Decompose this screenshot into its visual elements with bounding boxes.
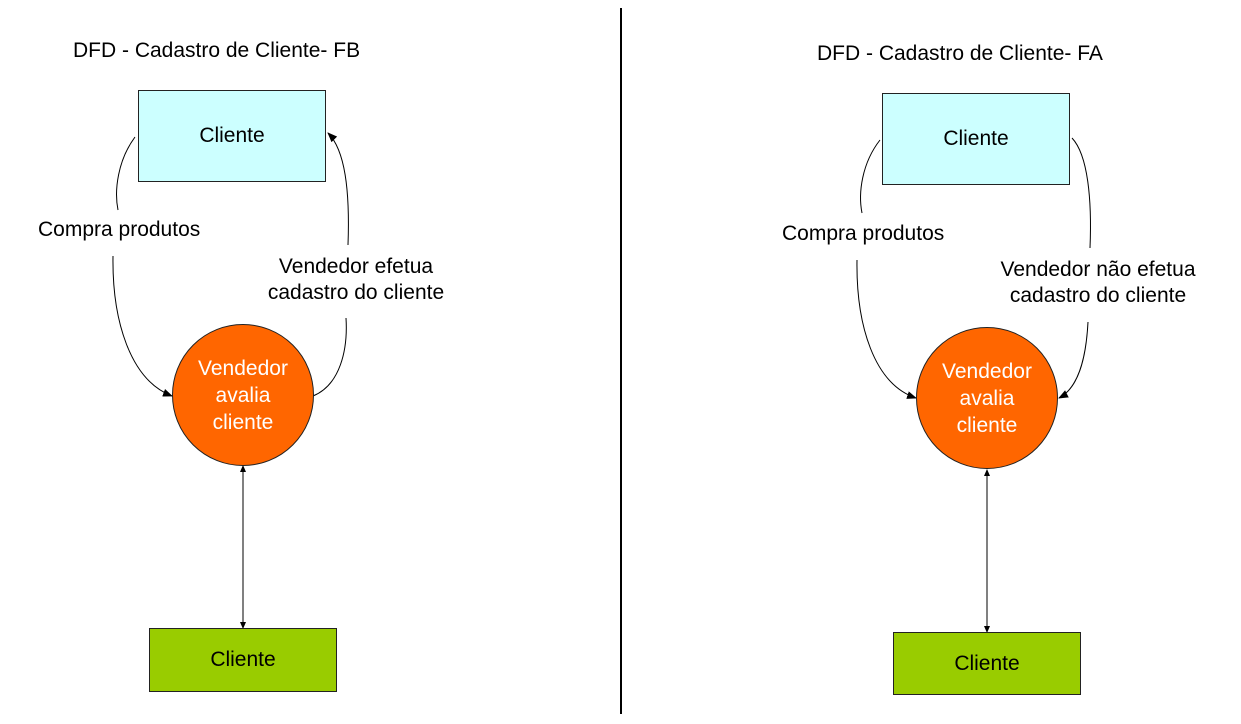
right-process-line1: Vendedor [942,359,1032,383]
flow-cadastro-left-top [327,132,349,246]
right-diagram-title: DFD - Cadastro de Cliente- FA [817,42,1103,65]
left-top-entity-cliente: Cliente [138,90,326,182]
flow-cadastro-left-bottom [312,317,347,397]
right-top-entity-label: Cliente [943,127,1009,150]
left-process-vendedor-avalia-cliente: Vendedor avalia cliente [172,324,314,466]
left-flow-label-cadastro: Vendedor efetua cadastro do cliente [246,254,466,306]
right-flow-label-cadastro: Vendedor não efetua cadastro do cliente [978,257,1218,309]
left-top-entity-label: Cliente [199,124,265,147]
right-process-line3: cliente [956,413,1018,437]
right-flow-label-cadastro-line1: Vendedor não efetua [1000,258,1196,281]
left-process-line3: cliente [212,410,274,434]
right-bottom-entity-label: Cliente [954,651,1020,675]
right-flow-label-compra: Compra produtos [782,222,945,245]
left-bottom-entity-label: Cliente [210,648,276,671]
flow-compra-produtos-left-top [116,136,136,211]
left-flow-label-cadastro-line1: Vendedor efetua [278,255,434,278]
right-top-entity-cliente: Cliente [882,93,1070,185]
right-flow-label-cadastro-line2: cadastro do cliente [1009,284,1187,307]
right-process-line2: avalia [959,386,1015,410]
left-flow-label-compra: Compra produtos [38,218,201,241]
left-process-line2: avalia [215,383,271,407]
flow-cadastro-right-top [1071,137,1091,249]
left-diagram-title: DFD - Cadastro de Cliente- FB [73,39,361,62]
flow-compra-produtos-left-bottom [112,255,173,397]
left-flow-label-cadastro-line2: cadastro do cliente [267,281,445,304]
left-bottom-entity-cliente: Cliente [149,628,337,692]
right-process-vendedor-avalia-cliente: Vendedor avalia cliente [916,327,1058,469]
flow-compra-produtos-right-bottom [856,259,917,399]
flow-compra-produtos-right-top [860,139,881,214]
right-bottom-entity-cliente: Cliente [893,632,1081,695]
left-process-line1: Vendedor [198,356,288,380]
flow-cadastro-right-bottom [1058,321,1089,399]
